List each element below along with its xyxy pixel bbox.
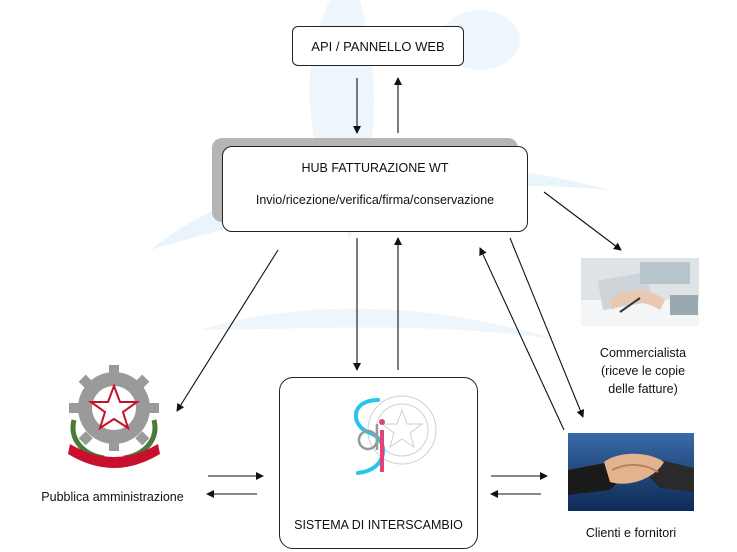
- api-box-label: API / PANNELLO WEB: [311, 38, 445, 54]
- commercialista-label-line2: (riceve le copie: [600, 364, 686, 378]
- sdi-box-label: SISTEMA DI INTERSCAMBIO: [294, 518, 463, 532]
- hub-fatturazione-box: HUB FATTURAZIONE WT Invio/ricezione/veri…: [222, 146, 528, 232]
- clienti-fornitori-label: Clienti e fornitori: [585, 526, 677, 540]
- arrow-hub-to-pa: [176, 249, 279, 412]
- arrow-hub-to-clienti: [509, 237, 585, 418]
- pubblica-amministrazione-label: Pubblica amministrazione: [41, 490, 184, 504]
- hub-box-subtitle: Invio/ricezione/verifica/firma/conservaz…: [255, 193, 495, 207]
- hub-box-title: HUB FATTURAZIONE WT: [301, 161, 449, 175]
- commercialista-label-line3: delle fatture): [608, 382, 678, 396]
- sdi-logo-icon: [353, 395, 437, 475]
- sistema-di-interscambio-box: SISTEMA DI INTERSCAMBIO: [279, 377, 478, 549]
- commercialista-label-line1: Commercialista: [599, 346, 687, 360]
- arrow-hub-to-commercialista: [543, 191, 622, 251]
- api-pannello-web-box: API / PANNELLO WEB: [292, 26, 464, 66]
- arrow-clienti-to-hub: [479, 247, 565, 431]
- commercialista-label: Commercialista (riceve le copie delle fa…: [578, 344, 708, 398]
